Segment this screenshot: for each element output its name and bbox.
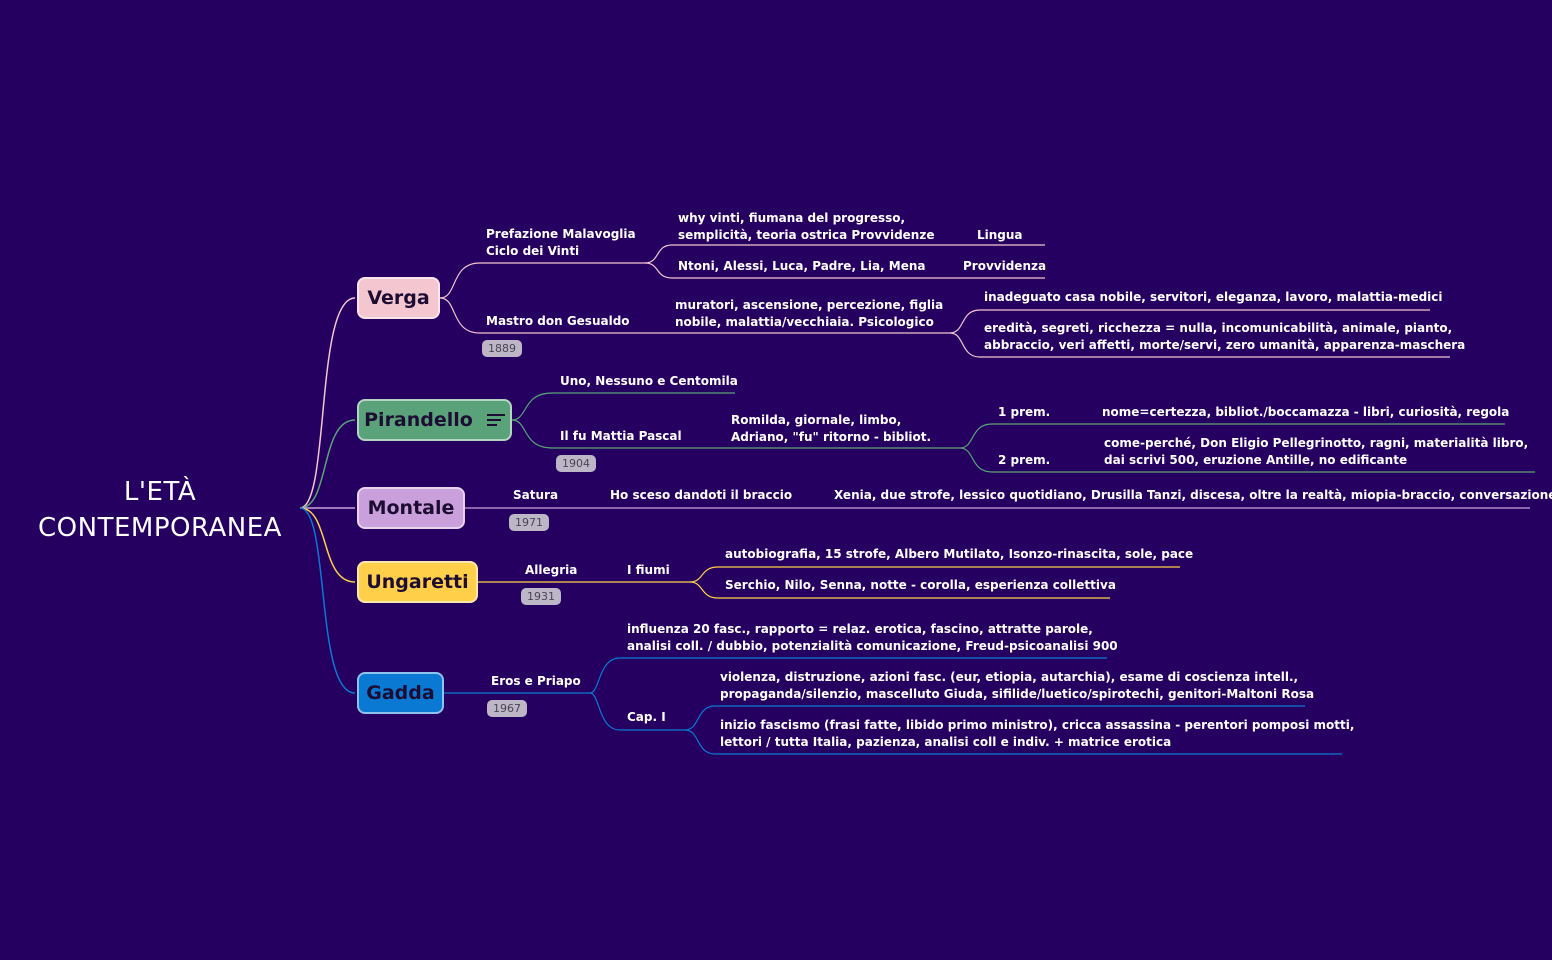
root-title-line2: CONTEMPORANEA — [38, 513, 282, 543]
pirandello-fu-sub[interactable]: Romilda, giornale, limbo, Adriano, "fu" … — [731, 413, 932, 444]
edge-root-verga — [299, 297, 356, 509]
edge-root-gadda — [299, 507, 356, 694]
gadda-eros-year: 1967 — [487, 700, 527, 717]
verga-mastro-leaf-b[interactable]: eredità, segreti, ricchezza = nulla, inc… — [984, 321, 1466, 352]
ungaretti-fiumi-leaf-b[interactable]: Serchio, Nilo, Senna, notte - corolla, e… — [725, 578, 1116, 592]
pirandello-prem2[interactable]: 2 prem. — [998, 453, 1051, 467]
verga-mastro-leaf-a[interactable]: inadeguato casa nobile, servitori, elega… — [984, 290, 1443, 304]
node-ungaretti[interactable]: Ungaretti — [357, 561, 478, 603]
root-title[interactable]: L'ETÀ CONTEMPORANEA — [20, 474, 300, 546]
root-title-line1: L'ETÀ — [123, 477, 197, 507]
verga-mastro-year: 1889 — [482, 340, 522, 357]
gadda-cap[interactable]: Cap. I — [627, 710, 666, 724]
node-gadda[interactable]: Gadda — [357, 672, 444, 714]
montale-satura-leaf[interactable]: Xenia, due strofe, lessico quotidiano, D… — [834, 488, 1552, 502]
pirandello-prem1-leaf[interactable]: nome=certezza, bibliot./boccamazza - lib… — [1102, 405, 1510, 419]
verga-prefazione-sub-b[interactable]: Ntoni, Alessi, Luca, Padre, Lia, Mena — [678, 259, 926, 273]
verga-provvidenza[interactable]: Provvidenza — [963, 259, 1047, 273]
gadda-eros[interactable]: Eros e Priapo — [491, 674, 581, 688]
verga-prefazione-sub-a[interactable]: why vinti, fiumana del progresso, sempli… — [678, 211, 935, 242]
node-verga[interactable]: Verga — [357, 277, 440, 319]
pirandello-fu[interactable]: Il fu Mattia Pascal — [560, 429, 682, 443]
ungaretti-allegria-year: 1931 — [521, 588, 561, 605]
node-montale[interactable]: Montale — [357, 487, 465, 529]
pirandello-uno[interactable]: Uno, Nessuno e Centomila — [560, 374, 738, 388]
verga-mastro[interactable]: Mastro don Gesualdo — [486, 314, 630, 328]
edge-root-pirandello — [299, 419, 356, 509]
montale-satura-year: 1971 — [509, 514, 549, 531]
edge-root-ungaretti — [299, 507, 356, 583]
ungaretti-fiumi-leaf-a[interactable]: autobiografia, 15 strofe, Albero Mutilat… — [725, 547, 1194, 561]
node-pirandello[interactable]: Pirandello — [357, 399, 512, 441]
ungaretti-allegria[interactable]: Allegria — [525, 563, 578, 577]
pirandello-prem1[interactable]: 1 prem. — [998, 405, 1051, 419]
pirandello-prem2-leaf[interactable]: come-perché, Don Eligio Pellegrinotto, r… — [1104, 436, 1529, 467]
node-pirandello-label: Pirandello — [364, 409, 473, 431]
verga-prefazione[interactable]: Prefazione Malavoglia Ciclo dei Vinti — [486, 227, 636, 258]
verga-lingua[interactable]: Lingua — [977, 228, 1023, 242]
gadda-eros-sub-a[interactable]: influenza 20 fasc., rapporto = relaz. er… — [627, 622, 1118, 653]
verga-mastro-sub[interactable]: muratori, ascensione, percezione, figlia… — [675, 298, 944, 329]
gadda-cap-leaf-a[interactable]: violenza, distruzione, azioni fasc. (eur… — [720, 670, 1315, 701]
pirandello-fu-year: 1904 — [556, 455, 596, 472]
montale-satura-sub[interactable]: Ho sceso dandoti il braccio — [610, 488, 793, 502]
notes-icon[interactable] — [486, 411, 505, 429]
gadda-cap-leaf-b[interactable]: inizio fascismo (frasi fatte, libido pri… — [720, 718, 1355, 749]
montale-satura[interactable]: Satura — [513, 488, 559, 502]
ungaretti-fiumi[interactable]: I fiumi — [627, 563, 670, 577]
